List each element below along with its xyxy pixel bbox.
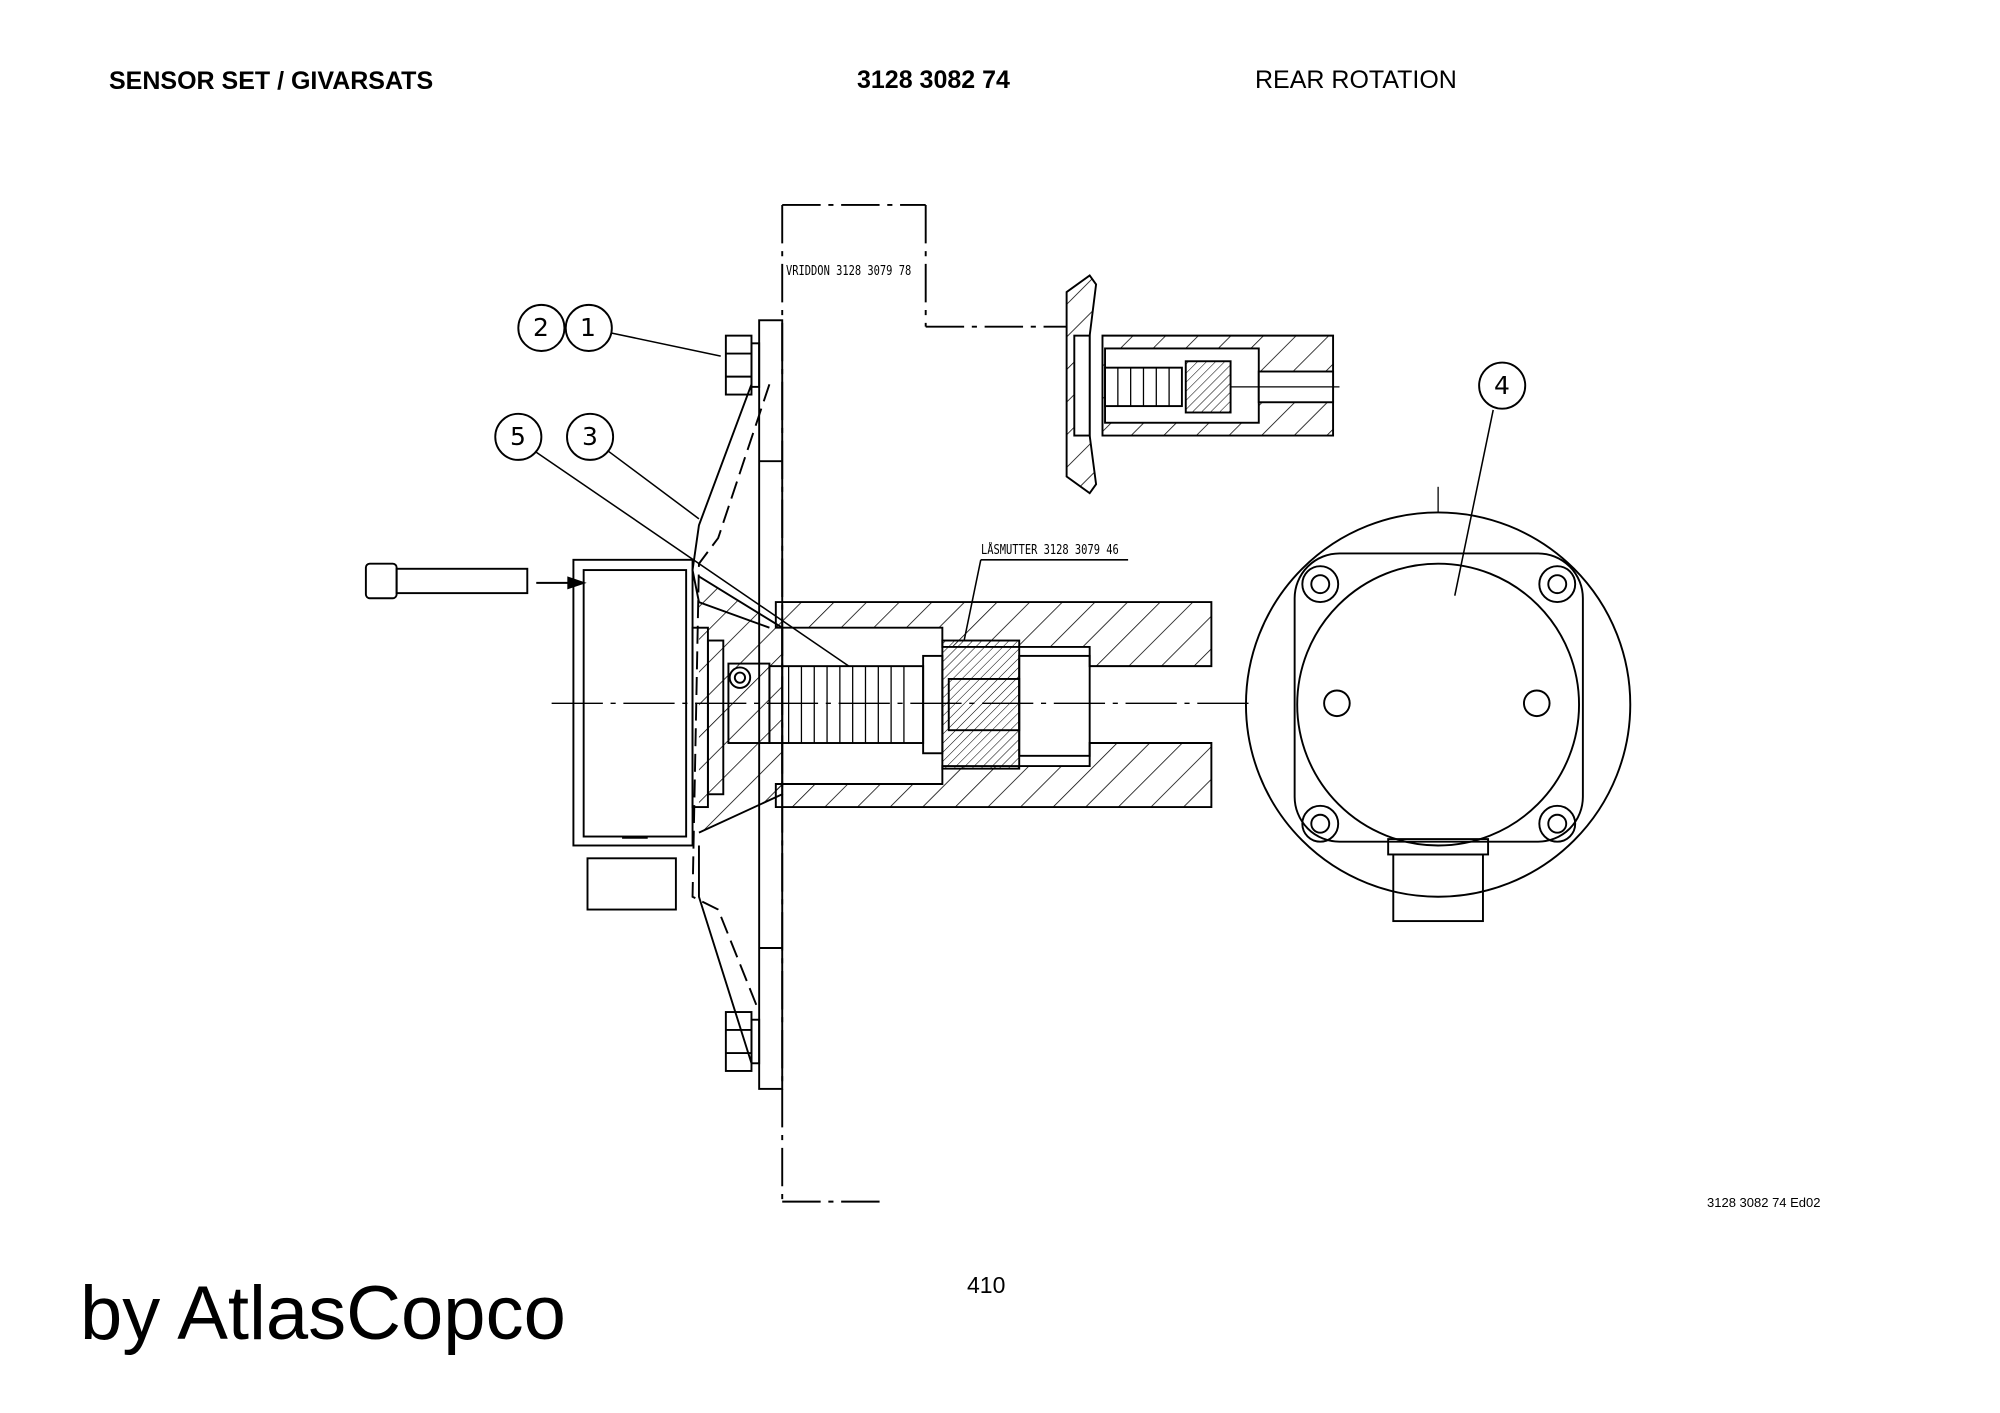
- drawing-reference: 3128 3082 74 Ed02: [1707, 1195, 1821, 1210]
- header-part-number: 3128 3082 74: [857, 66, 1010, 94]
- leader-lines: [535, 332, 1494, 667]
- shaft-housing: [774, 601, 1213, 668]
- header-subtitle: REAR ROTATION: [1255, 66, 1457, 94]
- balloons: [494, 303, 1527, 461]
- bolt-top: [724, 334, 761, 396]
- balloon-1: 1: [580, 313, 596, 342]
- sensor-end-view: [1245, 511, 1632, 923]
- balloon-5: 5: [510, 422, 526, 451]
- vriddon-label: VRIDDON 3128 3079 78: [786, 264, 912, 279]
- page-number: 410: [967, 1272, 1006, 1298]
- balloon-4: 4: [1494, 371, 1510, 400]
- threaded-rod: [768, 665, 925, 744]
- header-title: SENSOR SET / GIVARSATS: [109, 67, 434, 95]
- screw: [364, 562, 398, 600]
- bolt-bottom: [724, 1011, 761, 1072]
- balloon-2: 2: [533, 313, 549, 342]
- sensor-connector: [586, 857, 677, 911]
- balloon-3: 3: [582, 422, 598, 451]
- lasmutter-label: LÅSMUTTER 3128 3079 46: [981, 543, 1119, 558]
- brand-footer: by AtlasCopco: [80, 1271, 566, 1356]
